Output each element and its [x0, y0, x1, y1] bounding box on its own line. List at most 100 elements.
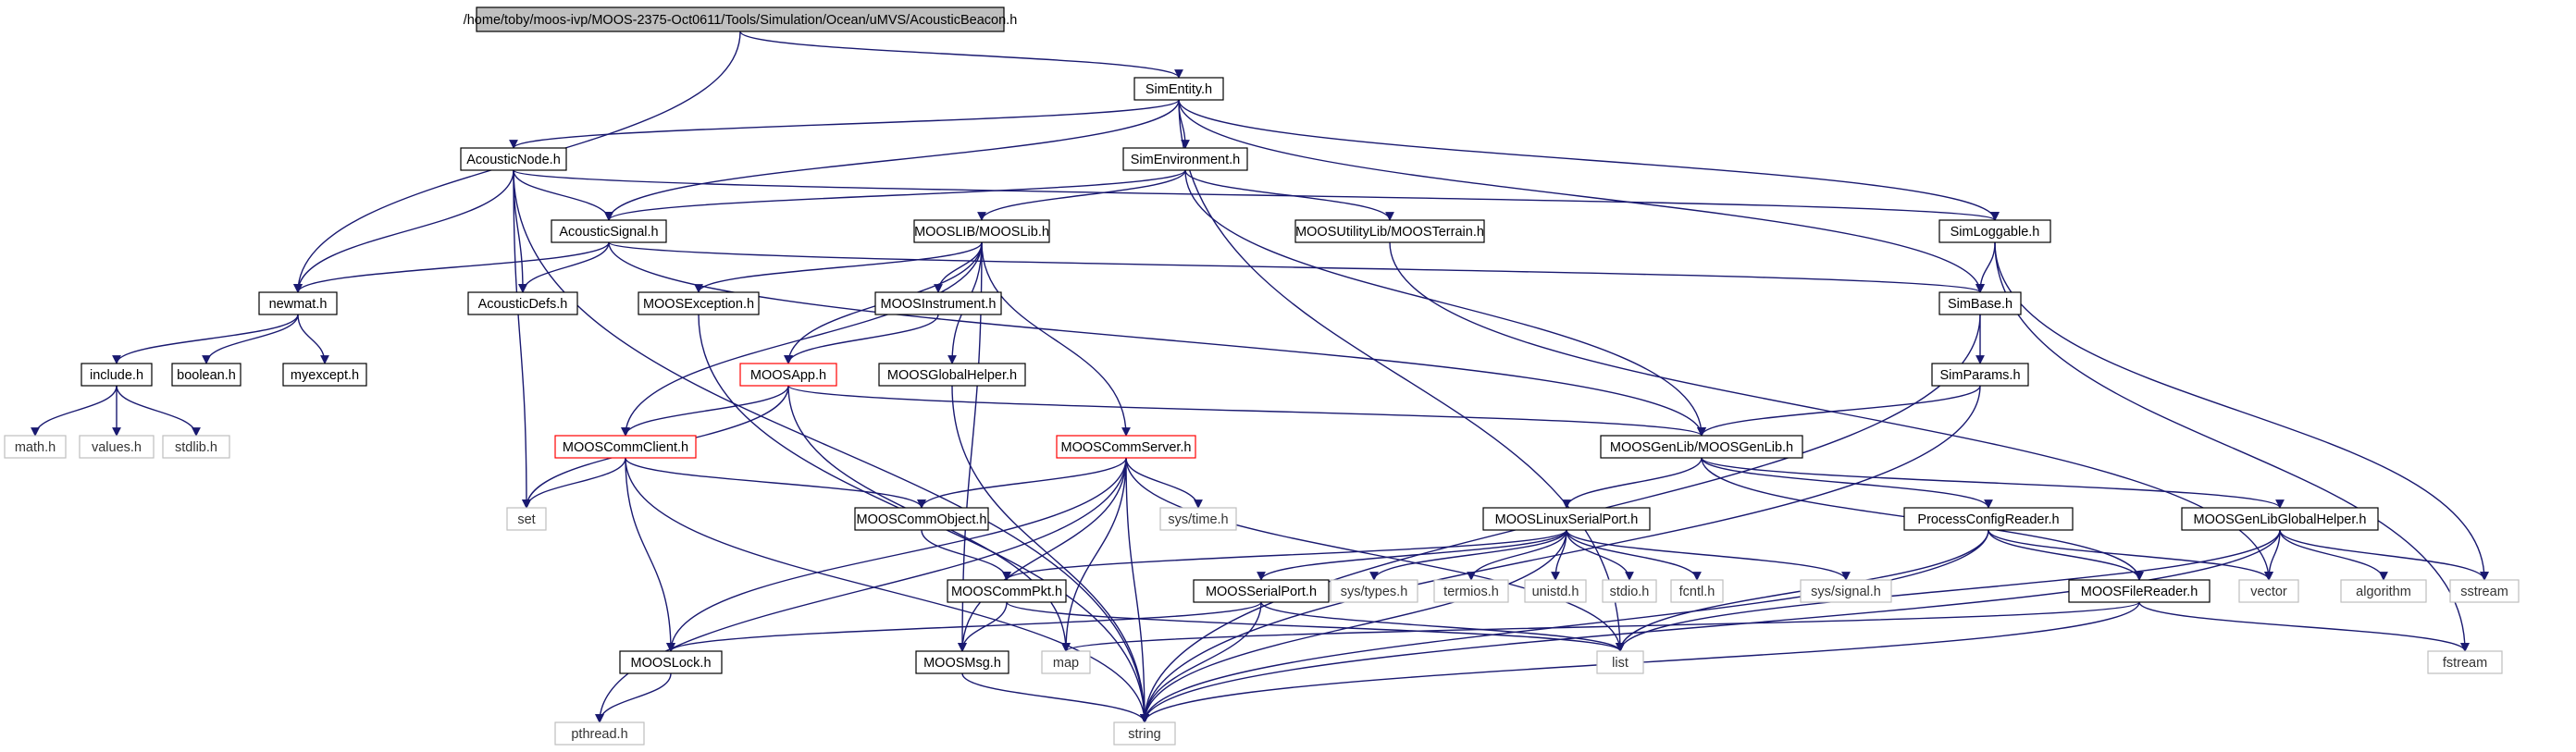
node-acousticnode[interactable]: AcousticNode.h	[460, 147, 567, 171]
edge-mooscommserver-to-list	[1125, 457, 1625, 652]
node-acousticsignal[interactable]: AcousticSignal.h	[551, 219, 667, 243]
node-label: stdlib.h	[175, 440, 217, 455]
node-mooslock[interactable]: MOOSLock.h	[619, 650, 723, 674]
node-box	[2340, 579, 2427, 603]
edge-acousticsignal-to-moosgenlib	[608, 241, 1706, 437]
node-moosfilereader[interactable]: MOOSFileReader.h	[2068, 579, 2211, 603]
edge-simenv-to-moosliblib	[977, 169, 1186, 221]
node-label: MOOSException.h	[643, 297, 754, 312]
edge-root-to-simentity	[739, 31, 1183, 79]
node-moosterrain[interactable]: MOOSUtilityLib/MOOSTerrain.h	[1294, 219, 1485, 243]
node-termios[interactable]: termios.h	[1433, 579, 1509, 603]
node-moosexception[interactable]: MOOSException.h	[638, 291, 760, 315]
node-label: MOOSCommClient.h	[563, 440, 688, 455]
node-box	[467, 291, 578, 315]
node-box	[171, 363, 242, 387]
node-moosserialport[interactable]: MOOSSerialPort.h	[1193, 579, 1330, 603]
node-list[interactable]: list	[1596, 650, 1644, 674]
node-mooscommserver[interactable]: MOOSCommServer.h	[1056, 435, 1196, 459]
node-label: sys/time.h	[1168, 512, 1228, 527]
edge-simparams-to-string	[1140, 385, 1981, 723]
edge-simenv-to-moosgenlib	[1184, 169, 1706, 437]
edge-acousticsignal-to-newmat	[293, 241, 610, 293]
node-box	[619, 650, 723, 674]
node-moosmsg[interactable]: MOOSMsg.h	[915, 650, 1009, 674]
node-myexcept[interactable]: myexcept.h	[282, 363, 367, 387]
node-label: math.h	[15, 440, 56, 455]
node-acousticdefs[interactable]: AcousticDefs.h	[467, 291, 578, 315]
node-moosglobalhelper[interactable]: MOOSGlobalHelper.h	[878, 363, 1026, 387]
node-box	[1294, 219, 1485, 243]
node-label: fstream	[2443, 656, 2487, 671]
node-map[interactable]: map	[1041, 650, 1091, 674]
edge-mooslinuxserial-to-stdio	[1566, 529, 1634, 581]
node-simbase[interactable]: SimBase.h	[1938, 291, 2022, 315]
node-mooscommpkt[interactable]: MOOSCommPkt.h	[947, 579, 1067, 603]
node-string[interactable]: string	[1113, 721, 1176, 746]
node-pthread[interactable]: pthread.h	[554, 721, 645, 746]
node-box	[1159, 507, 1237, 531]
edge-acousticsignal-to-simbase	[608, 241, 1985, 293]
node-label: list	[1612, 656, 1629, 671]
node-unistd[interactable]: unistd.h	[1524, 579, 1587, 603]
node-boolean[interactable]: boolean.h	[171, 363, 242, 387]
node-label: algorithm	[2356, 585, 2411, 599]
node-stdlibh[interactable]: stdlib.h	[162, 435, 230, 459]
node-box	[1903, 507, 2074, 531]
node-fstream[interactable]: fstream	[2427, 650, 2503, 674]
node-fcntl[interactable]: fcntl.h	[1670, 579, 1724, 603]
node-moosgenlibglobal[interactable]: MOOSGenLibGlobalHelper.h	[2181, 507, 2379, 531]
edge-simentity-to-acousticsignal	[604, 99, 1180, 221]
edge-acousticnode-to-simloggable	[513, 169, 2000, 221]
node-moosliblib[interactable]: MOOSLIB/MOOSLib.h	[913, 219, 1050, 243]
node-box	[1938, 291, 2022, 315]
node-simentity[interactable]: SimEntity.h	[1133, 77, 1224, 101]
node-mooscommclient[interactable]: MOOSCommClient.h	[554, 435, 697, 459]
node-label: AcousticDefs.h	[478, 297, 568, 312]
node-mathh[interactable]: math.h	[4, 435, 67, 459]
node-algorithm[interactable]: algorithm	[2340, 579, 2427, 603]
node-box	[1482, 507, 1651, 531]
node-simenv[interactable]: SimEnvironment.h	[1122, 147, 1248, 171]
edge-mooscommserver-to-mooscommobject	[917, 457, 1127, 509]
node-stdio[interactable]: stdio.h	[1602, 579, 1657, 603]
edge-acousticnode-to-newmat	[293, 169, 514, 293]
node-box	[1602, 579, 1657, 603]
node-syssignal[interactable]: sys/signal.h	[1800, 579, 1892, 603]
node-valuesh[interactable]: values.h	[79, 435, 155, 459]
node-mooscommobject[interactable]: MOOSCommObject.h	[854, 507, 989, 531]
node-label: MOOSSerialPort.h	[1206, 585, 1317, 599]
node-label: SimEnvironment.h	[1131, 153, 1240, 167]
node-box	[258, 291, 338, 315]
node-newmat[interactable]: newmat.h	[258, 291, 338, 315]
node-systime[interactable]: sys/time.h	[1159, 507, 1237, 531]
node-moosapp[interactable]: MOOSApp.h	[739, 363, 837, 387]
node-label: stdio.h	[1610, 585, 1650, 599]
edge-moosfilereader-to-map	[1061, 601, 2140, 652]
node-simparams[interactable]: SimParams.h	[1931, 363, 2029, 387]
edge-mooslock-to-pthread	[595, 672, 672, 723]
node-sstream[interactable]: sstream	[2449, 579, 2520, 603]
node-label: SimEntity.h	[1146, 82, 1212, 97]
node-set[interactable]: set	[506, 507, 547, 531]
edge-moosgenlibglobal-to-list	[1616, 529, 2281, 652]
node-vector[interactable]: vector	[2238, 579, 2299, 603]
node-moosgenlib[interactable]: MOOSGenLib/MOOSGenLib.h	[1600, 435, 1803, 459]
node-label: fcntl.h	[1679, 585, 1715, 599]
node-systypes[interactable]: sys/types.h	[1330, 579, 1418, 603]
edge-mooslinuxserial-to-syssignal	[1566, 529, 1851, 581]
edge-mooscommserver-to-string	[1125, 457, 1149, 723]
node-root[interactable]: /home/toby/moos-ivp/MOOS-2375-Oct0611/To…	[464, 6, 1018, 32]
edge-moosliblib-to-mooscommserver	[981, 241, 1131, 437]
node-processconfig[interactable]: ProcessConfigReader.h	[1903, 507, 2074, 531]
node-mooslinuxserial[interactable]: MOOSLinuxSerialPort.h	[1482, 507, 1651, 531]
node-label: MOOSGlobalHelper.h	[887, 368, 1017, 383]
node-moosinstrument[interactable]: MOOSInstrument.h	[874, 291, 1002, 315]
edge-mooscommserver-to-map	[1061, 457, 1127, 652]
edge-processconfig-to-vector	[1988, 529, 2273, 581]
node-include[interactable]: include.h	[80, 363, 153, 387]
node-box	[1596, 650, 1644, 674]
node-simloggable[interactable]: SimLoggable.h	[1938, 219, 2051, 243]
node-label: MOOSCommPkt.h	[951, 585, 1062, 599]
